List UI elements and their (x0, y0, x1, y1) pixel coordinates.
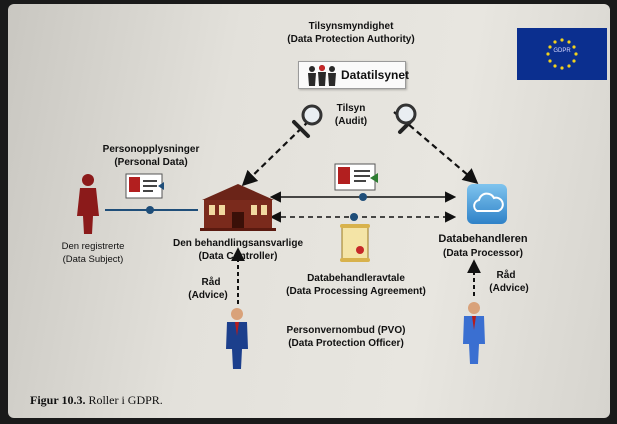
dpo-label-en: (Data Protection Officer) (288, 338, 404, 349)
datatilsynet-box: Datatilsynet (298, 61, 410, 89)
authority-subtitle: (Data Protection Authority) (287, 34, 415, 45)
diagram-page: GDPR Tilsynsmyndighet (Data Protection A… (8, 4, 610, 418)
advice-label-processor: Råd (496, 270, 516, 281)
agreement-scroll-icon (340, 224, 370, 262)
dpo-person-icon-processor (463, 302, 485, 364)
controller-label-en: (Data Controller) (198, 251, 278, 262)
agreement-label-en: (Data Processing Agreement) (286, 286, 426, 297)
data-controller-building-icon (200, 184, 276, 231)
processor-label-en: (Data Processor) (442, 248, 524, 259)
magnifier-icon-left (292, 104, 323, 138)
audit-arrow-processor (393, 111, 479, 184)
personal-data-label-en: (Personal Data) (114, 157, 188, 168)
diagram-canvas (77, 103, 485, 369)
eu-flag-icon: GDPR (517, 28, 607, 80)
personal-data-label: Personopplysninger (102, 144, 200, 155)
datatilsynet-label: Datatilsynet (341, 68, 410, 82)
audit-label: Tilsyn (336, 103, 366, 114)
advice-label-processor-en: (Advice) (489, 283, 529, 294)
authority-title: Tilsynsmyndighet (308, 21, 394, 32)
transferred-data-card-icon (334, 163, 378, 191)
flow-node-dot (146, 206, 154, 214)
advice-label-controller-en: (Advice) (188, 290, 228, 301)
controller-label: Den behandlingsansvarlige (172, 238, 304, 249)
processor-label: Databehandleren (438, 233, 528, 245)
audit-label-en: (Audit) (334, 116, 368, 127)
audit-arrow-controller (241, 113, 317, 187)
dpo-person-icon-controller (226, 308, 248, 369)
data-subject-person-icon (77, 174, 99, 234)
flow-node-dot (350, 213, 358, 221)
advice-label-controller: Råd (201, 277, 221, 288)
agreement-label: Databehandleravtale (307, 273, 405, 284)
people-group-icon (308, 65, 336, 86)
data-subject-label-en: (Data Subject) (62, 254, 124, 265)
eu-flag-text: GDPR (553, 48, 571, 54)
figure-caption: Figur 10.3. Roller i GDPR. (30, 393, 163, 408)
figure-caption-text: Roller i GDPR. (88, 393, 163, 407)
data-subject-label: Den registrerte (61, 241, 125, 252)
flow-node-dot (359, 193, 367, 201)
dpo-label: Personvernombud (PVO) (286, 325, 406, 336)
personal-data-card-icon (125, 173, 164, 199)
data-processor-cloud-icon (467, 184, 507, 224)
figure-number: Figur 10.3. (30, 393, 86, 407)
magnifier-icon-right (395, 103, 417, 134)
